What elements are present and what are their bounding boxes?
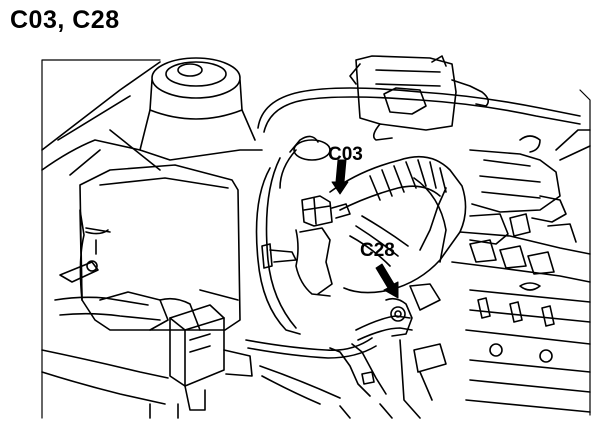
c03-callout-label: C03 xyxy=(328,144,363,165)
firewall-bracket xyxy=(410,284,446,372)
engine-manifold xyxy=(452,232,590,412)
fender-panel xyxy=(42,140,262,170)
c03-connector xyxy=(302,196,350,226)
bottom-left-contours xyxy=(42,350,178,418)
throttle-body xyxy=(262,228,332,296)
air-filter-housing xyxy=(350,56,488,140)
lower-cable xyxy=(246,338,372,350)
air-intake-duct xyxy=(257,136,331,334)
lower-left-hoses xyxy=(55,292,168,330)
c28-arrow xyxy=(376,264,398,298)
shock-tower xyxy=(140,58,255,150)
thin-tube xyxy=(420,188,446,250)
relay-box xyxy=(170,305,252,410)
fender-edge xyxy=(42,62,160,150)
corrugated-hose xyxy=(330,157,466,293)
washer-reservoir xyxy=(60,165,240,330)
upper-right-components xyxy=(470,130,590,244)
c28-callout-label: C28 xyxy=(360,240,395,261)
wiring-harness xyxy=(258,88,580,128)
illustration-frame xyxy=(42,60,590,418)
c03-arrow xyxy=(332,160,348,194)
c28-hose xyxy=(356,299,412,340)
page-title: C03, C28 xyxy=(10,6,120,34)
